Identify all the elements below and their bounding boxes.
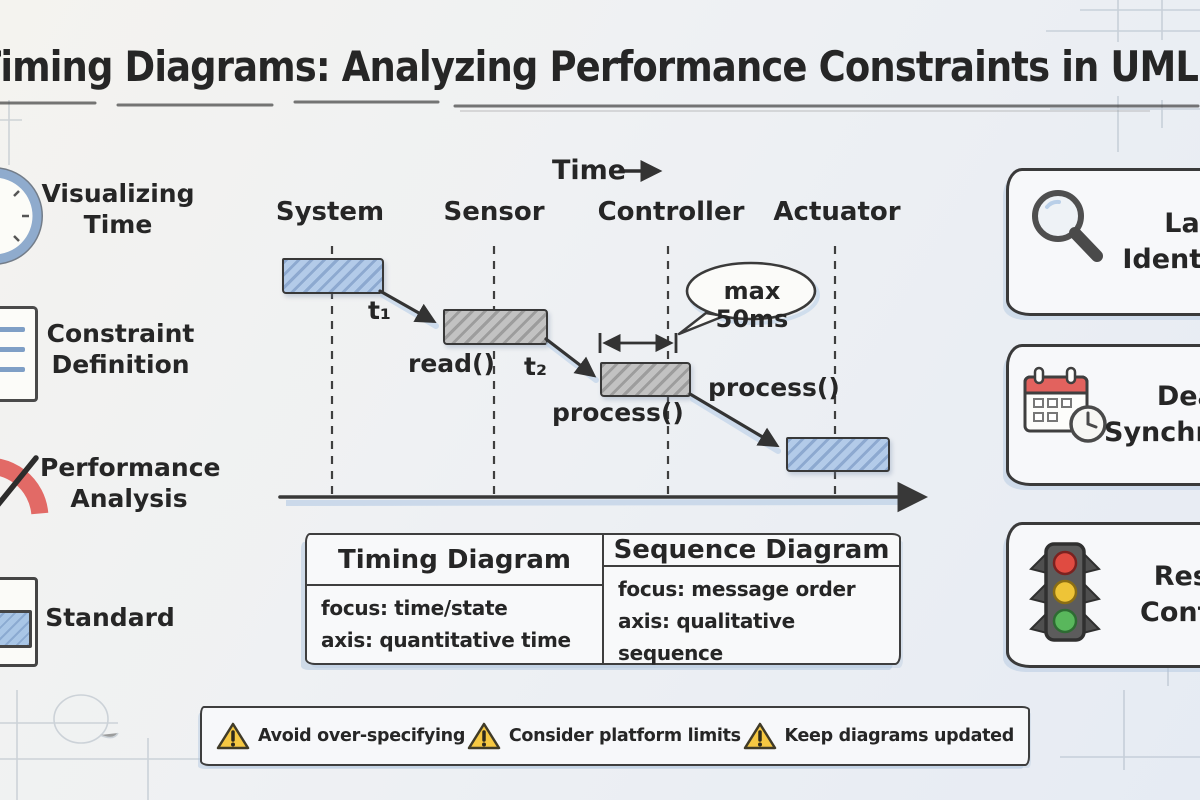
card-label: Deadline Synchronization — [1104, 381, 1200, 448]
warning-icon — [467, 722, 501, 750]
card-label: Latency Identification — [1122, 208, 1200, 275]
comparison-table: Timing Diagram focus: time/state axis: q… — [305, 533, 901, 665]
feature-standard: Standard — [45, 603, 175, 632]
warning-icon — [216, 722, 250, 750]
title-underline — [0, 100, 1200, 108]
controller-state-bar — [600, 362, 691, 397]
card-deadline-synchronization: Deadline Synchronization — [1006, 344, 1200, 486]
lifeline-label-sensor: Sensor — [443, 197, 545, 227]
read-label: read() — [408, 349, 495, 378]
warning-item: Keep diagrams updated — [743, 721, 1014, 751]
magnifier-icon — [1032, 190, 1103, 262]
sequence-diagram-column: Sequence Diagram focus: message order ax… — [604, 535, 899, 665]
t2-label: t₂ — [524, 352, 547, 381]
system-state-bar — [282, 258, 384, 294]
calendar-clock-icon — [1023, 366, 1107, 443]
sequence-diagram-cell: focus: message order axis: qualitative s… — [618, 577, 856, 665]
feature-constraint-definition: Constraint Definition — [46, 319, 195, 379]
warning-text: Avoid over-specifying — [258, 726, 466, 746]
page-title: Timing Diagrams: Analyzing Performance C… — [0, 42, 1199, 91]
card-latency-identification: Latency Identification — [1006, 168, 1200, 316]
warning-item: Consider platform limits — [467, 721, 741, 751]
time-axis-label: Time — [552, 155, 627, 186]
lifeline-label-controller: Controller — [597, 197, 745, 227]
duration-constraint-arrow — [598, 333, 678, 353]
actuator-state-bar — [786, 437, 890, 472]
timing-diagram-header: Timing Diagram — [307, 535, 602, 586]
t1-label: t₁ — [368, 296, 391, 325]
constraint-bubble-text: max 50ms — [715, 277, 789, 333]
card-label: Resource Contention — [1140, 561, 1200, 628]
clock-icon — [0, 167, 43, 265]
lifeline-label-actuator: Actuator — [773, 197, 901, 227]
warning-text: Keep diagrams updated — [784, 726, 1015, 746]
process-controller-label: process() — [552, 398, 684, 427]
traffic-light-icon — [1029, 542, 1101, 642]
process-actuator-label: process() — [708, 373, 840, 402]
warning-text: Consider platform limits — [508, 726, 741, 746]
sequence-diagram-header: Sequence Diagram — [604, 535, 899, 567]
monitor-icon — [0, 577, 38, 667]
card-resource-contention: Resource Contention — [1006, 522, 1200, 668]
feature-visualizing-time: Visualizing Time — [41, 179, 195, 239]
sensor-state-bar — [443, 309, 548, 345]
timing-diagram-cell: focus: time/state axis: quantitative tim… — [321, 596, 571, 652]
warning-item: Avoid over-specifying — [216, 721, 465, 751]
document-icon — [0, 306, 38, 402]
timing-diagram-column: Timing Diagram focus: time/state axis: q… — [307, 535, 604, 663]
gauge-icon — [0, 455, 49, 515]
best-practices-banner: Avoid over-specifying Consider platform … — [200, 706, 1030, 766]
feature-performance-analysis: Performance Analysis — [40, 453, 221, 513]
warning-icon — [743, 722, 776, 750]
lifeline-label-system: System — [275, 197, 385, 227]
